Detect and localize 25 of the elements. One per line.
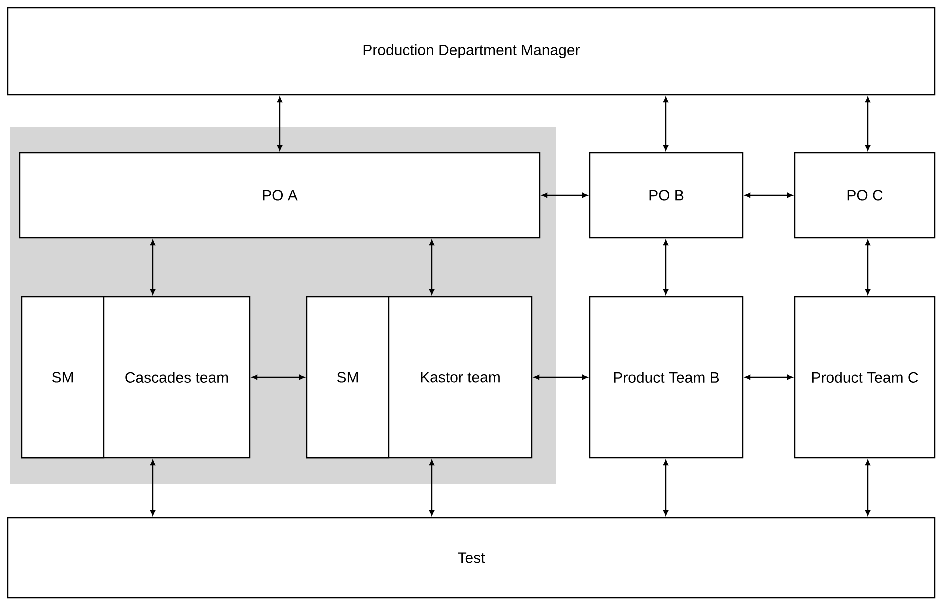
arrow [866,97,870,151]
arrow [664,460,668,516]
team-box: Product Team B [589,296,744,459]
arrow [430,460,434,516]
arrow [664,240,668,295]
product-owner-box: PO C [794,152,936,239]
arrow [252,375,305,380]
arrow [866,460,870,516]
arrow [430,240,434,295]
arrow [534,375,588,380]
manager-box: Production Department Manager [7,7,936,96]
scrum-master-box: SM [21,296,105,459]
arrow [542,193,588,198]
arrow [278,97,282,151]
test-box: Test [7,517,936,599]
team-box: Product Team C [794,296,936,459]
arrow [150,460,156,516]
product-owner-box: PO A [19,152,541,239]
arrow [866,240,870,295]
arrow [745,375,793,380]
arrow [745,193,793,198]
product-owner-box: PO B [589,152,744,239]
scrum-master-box: SM [306,296,390,459]
arrow [664,97,668,151]
arrow [150,240,156,295]
